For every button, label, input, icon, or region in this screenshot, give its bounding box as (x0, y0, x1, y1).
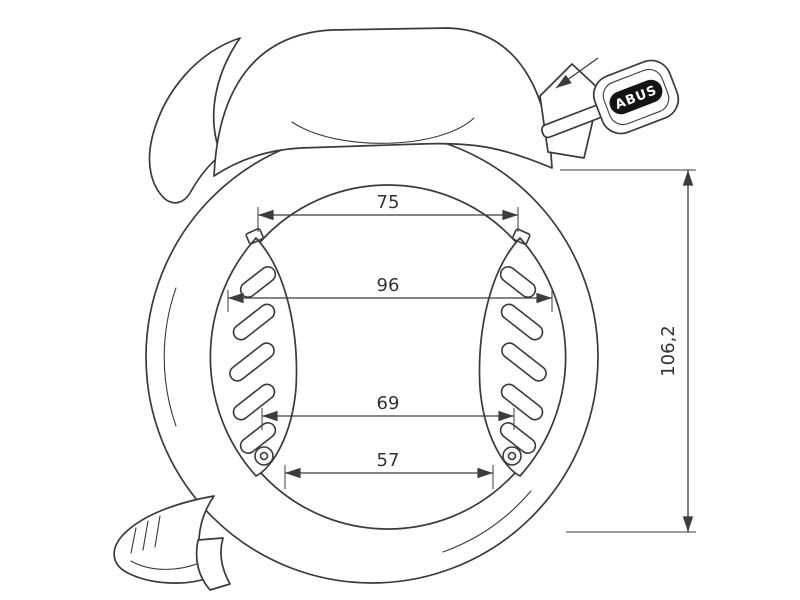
dimension-106-2-label: 106,2 (658, 325, 679, 377)
shield-right-rivet-center (507, 451, 517, 461)
vent-slot (232, 383, 276, 421)
key-insertion-arrow (555, 57, 599, 89)
vent-slot (232, 303, 276, 341)
shield-left-vents (229, 266, 277, 454)
ring-inner-contour-left (163, 287, 177, 427)
dimension-57: 57 (284, 450, 494, 489)
ring-inner-contour-bottom-right (442, 490, 532, 553)
dimension-96-label: 96 (377, 275, 400, 296)
left-arm (148, 37, 241, 204)
shield-left-tab (245, 228, 264, 245)
shield-right-vents (499, 266, 547, 454)
shield-left-rivet-center (259, 451, 269, 461)
foot-inner-contour (130, 560, 203, 570)
vent-slot (239, 422, 277, 454)
key: ABUS (540, 59, 680, 139)
dimension-69: 69 (261, 393, 515, 430)
shield-left-rivet (254, 446, 274, 466)
dimension-106-2: 106,2 (560, 169, 696, 533)
vent-slot (500, 303, 544, 341)
cover-recess-line (291, 117, 475, 144)
dimension-57-label: 57 (377, 450, 400, 471)
bottom-tab (195, 537, 231, 591)
vent-slot (501, 342, 547, 382)
dimension-75-label: 75 (377, 192, 400, 213)
vent-slot (500, 383, 544, 421)
shield-right-rivet (502, 446, 522, 466)
vent-slot (229, 342, 275, 382)
dimension-69-label: 69 (377, 393, 400, 414)
key-brand-pill (609, 79, 663, 115)
dimension-75: 75 (257, 192, 519, 232)
shield-right-tab (512, 228, 531, 245)
vent-slot (499, 422, 537, 454)
key-head-inner-outline (602, 68, 670, 126)
dimension-96: 96 (227, 275, 553, 312)
foot-ribs (130, 515, 161, 554)
